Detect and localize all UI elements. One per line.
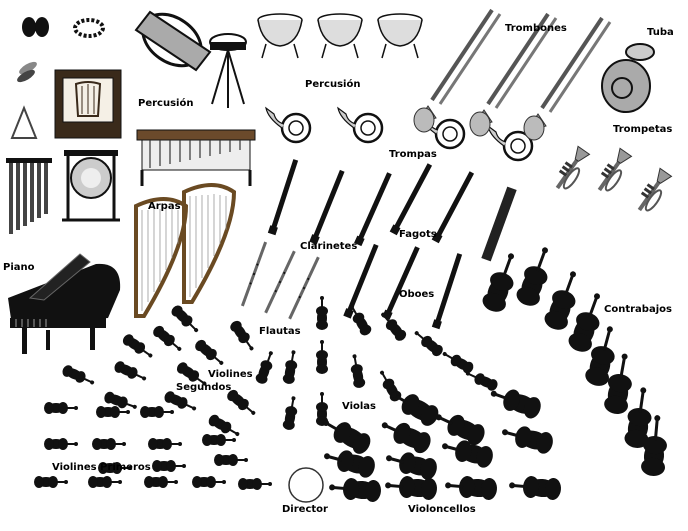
label-trombones: Trombones: [505, 23, 567, 34]
timpani-group: [257, 13, 423, 59]
grand-piano: [8, 253, 121, 354]
label-violas: Violas: [342, 401, 376, 412]
conductor-podium: [288, 467, 324, 503]
label-bassoons: Fagots: [399, 229, 437, 240]
label-second-violins-line2: Segundos: [176, 382, 232, 393]
label-conductor: Director: [282, 504, 328, 515]
percussion-left-group: [6, 17, 122, 234]
label-harps: Arpas: [148, 201, 181, 212]
label-percussion-top: Percusión: [305, 79, 361, 90]
marimba: [136, 129, 256, 186]
clarinets-bassoons-group: [267, 158, 517, 330]
label-double-basses: Contrabajos: [604, 304, 672, 315]
flutes-group: [240, 241, 320, 320]
label-second-violins-line1: Violines: [208, 369, 253, 380]
label-flutes: Flautas: [259, 326, 301, 337]
label-clarinets: Clarinetes: [300, 241, 358, 252]
label-horns: Trompas: [389, 149, 437, 160]
label-tuba: Tuba: [647, 27, 674, 38]
drums-group: [134, 10, 247, 108]
label-percussion-left: Percusión: [138, 98, 194, 109]
label-oboes: Oboes: [399, 289, 435, 300]
double-basses-group: [479, 243, 670, 477]
label-trumpets: Trompetas: [613, 124, 673, 135]
first-violins-group: [34, 402, 272, 490]
label-first-violins: Violines Primeros: [52, 462, 151, 473]
tuba: [601, 43, 655, 113]
label-cellos: Violoncellos: [408, 504, 476, 515]
trumpets-group: [549, 144, 675, 217]
label-piano: Piano: [3, 262, 35, 273]
